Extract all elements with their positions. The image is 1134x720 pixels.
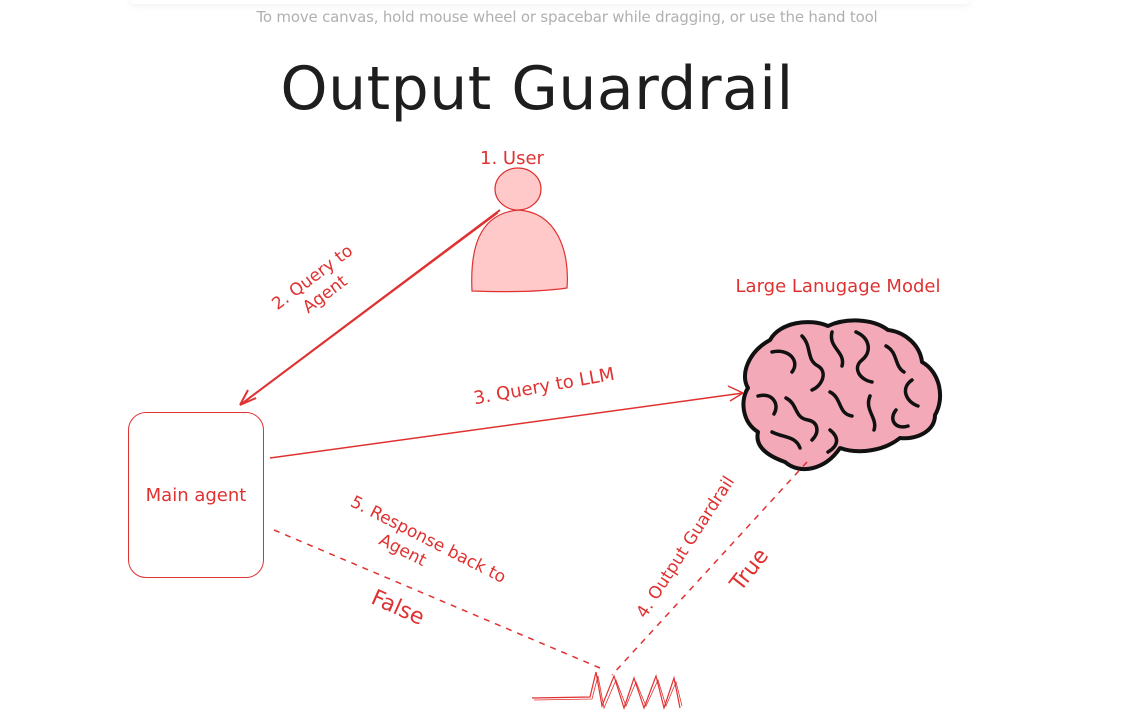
canvas-hint: To move canvas, hold mouse wheel or spac…: [256, 8, 878, 26]
query-to-agent-label: 2. Query to Agent: [268, 241, 357, 318]
query-to-llm-label: 3. Query to LLM: [472, 364, 616, 409]
svg-text:True: True: [725, 544, 774, 597]
page-title: Output Guardrail: [280, 54, 794, 124]
svg-text:False: False: [367, 585, 428, 630]
response-back-label: 5. Response back to Agent: [347, 492, 509, 588]
dashed-output-guardrail[interactable]: [611, 461, 808, 676]
guardrail-zigzag-icon: [531, 671, 683, 711]
svg-text:5. Response back to: 5. Response back to: [347, 492, 509, 588]
arrow-query-to-llm[interactable]: [269, 385, 744, 459]
brain-icon[interactable]: [741, 318, 943, 472]
toolbar-shadow: [130, 0, 970, 4]
true-label: True: [725, 544, 774, 597]
llm-label: Large Lanugage Model: [736, 276, 941, 297]
arrow-query-to-agent[interactable]: [239, 209, 501, 406]
main-agent-node[interactable]: Main agent: [128, 412, 264, 578]
main-agent-label: Main agent: [145, 484, 247, 506]
svg-text:4. Output Guardrail: 4. Output Guardrail: [633, 473, 740, 622]
output-guardrail-label: 4. Output Guardrail: [633, 473, 740, 622]
user-label: 1. User: [480, 148, 545, 169]
svg-text:3. Query to LLM: 3. Query to LLM: [472, 364, 616, 409]
false-label: False: [367, 585, 428, 630]
user-icon[interactable]: [471, 167, 568, 293]
